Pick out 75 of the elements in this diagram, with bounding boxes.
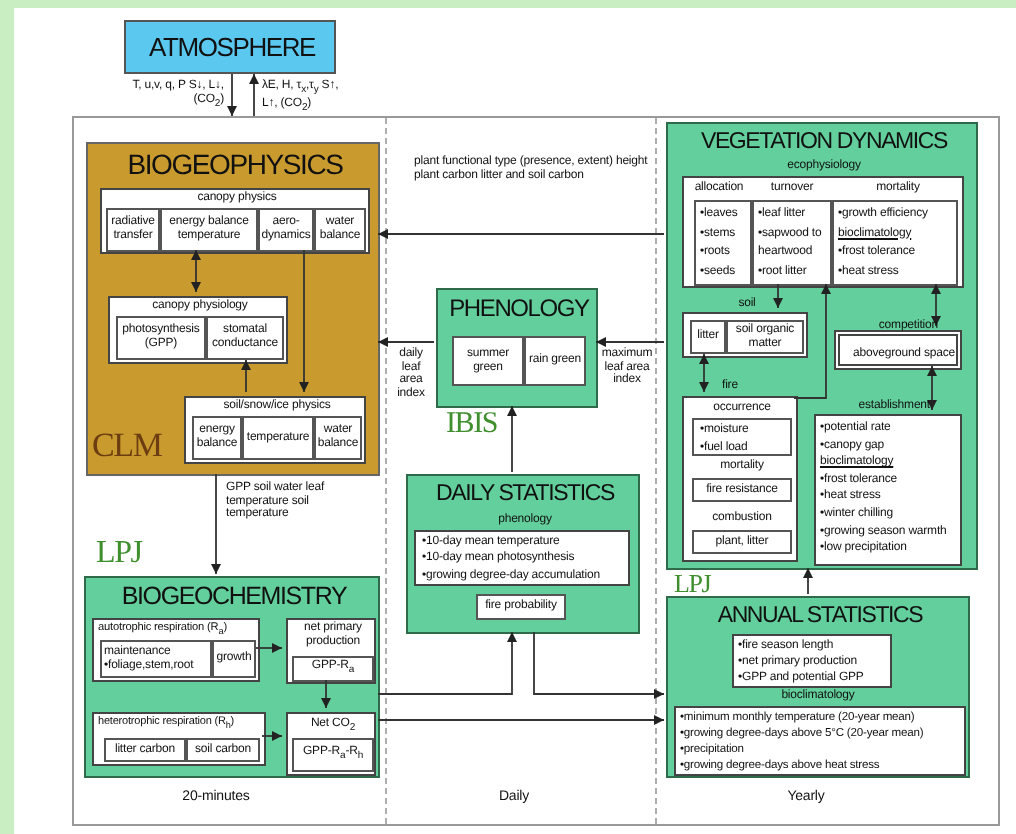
arrow [249, 73, 259, 117]
model-name: LPJ [674, 570, 713, 599]
table-cell [106, 208, 160, 252]
list-box [732, 634, 892, 688]
arrow [927, 365, 937, 411]
arrow [773, 283, 783, 309]
model-name: IBIS [446, 408, 500, 441]
section-title: ANNUAL STATISTICS [715, 604, 925, 630]
group-box [286, 618, 376, 684]
list-box [414, 530, 630, 586]
section-title: BIOGEOCHEMISTRY [119, 584, 349, 612]
table-cell [694, 200, 752, 286]
arrow [255, 643, 283, 653]
group-box [682, 176, 964, 288]
section-title: DAILY STATISTICS [434, 482, 617, 508]
arrow [699, 353, 709, 393]
arrow [533, 631, 665, 699]
group-box [92, 618, 260, 682]
table-cell [726, 320, 804, 354]
table-cell [692, 478, 792, 502]
section-title: VEGETATION DYNAMICS [698, 130, 950, 156]
table-cell [692, 418, 792, 456]
table-cell [242, 416, 314, 460]
table-cell [752, 200, 832, 286]
arrow [595, 337, 665, 347]
arrow [377, 715, 665, 725]
table-cell [192, 416, 242, 460]
module-panel [406, 474, 640, 634]
table-cell [452, 336, 524, 386]
section-title: PHENOLOGY [447, 296, 592, 323]
arrow [377, 337, 435, 347]
arrow [299, 249, 309, 393]
group-box [286, 712, 376, 776]
table-cell [258, 208, 314, 252]
arrow [803, 567, 813, 595]
atmosphere-box [124, 20, 336, 74]
table-cell [832, 200, 958, 286]
section-title: CLM [92, 428, 164, 466]
table-cell [292, 656, 374, 682]
model-name: LPJ [96, 536, 145, 572]
model-frame [72, 116, 1000, 826]
list-box [674, 706, 966, 776]
arrow [377, 631, 517, 695]
module-panel [86, 142, 380, 476]
arrow [507, 405, 517, 473]
arrow [241, 359, 251, 393]
table-cell [314, 208, 366, 252]
table-cell [186, 738, 260, 762]
table-cell [160, 208, 258, 252]
table-cell [212, 640, 256, 678]
table-cell [104, 738, 186, 762]
arrow [261, 731, 283, 741]
table-cell [476, 594, 566, 620]
arrow [227, 73, 237, 117]
section-title: BIOGEOPHYSICS [125, 150, 345, 181]
table-cell [524, 336, 586, 386]
arrow [321, 679, 331, 709]
group-box [92, 712, 266, 766]
arrow [211, 473, 221, 575]
table-cell [116, 316, 206, 360]
table-cell [690, 320, 726, 354]
arrow [931, 283, 941, 327]
arrow [191, 249, 201, 293]
table-cell [292, 738, 374, 772]
table-cell [692, 530, 792, 554]
table-cell [314, 416, 362, 460]
group-box [184, 396, 366, 464]
section-title: ATMOSPHERE [146, 34, 318, 63]
module-panel [666, 122, 978, 570]
table-cell [100, 640, 212, 678]
table-cell [206, 316, 284, 360]
group-box [100, 188, 370, 254]
arrow [793, 283, 831, 399]
arrow [377, 229, 665, 239]
group-box [108, 296, 288, 364]
